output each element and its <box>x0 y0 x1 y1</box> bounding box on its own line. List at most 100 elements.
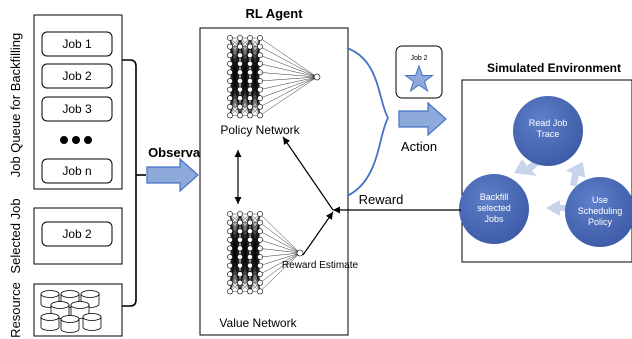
database-icon <box>40 313 60 331</box>
step-read-job-trace[interactable] <box>513 96 583 166</box>
value-node <box>247 219 253 226</box>
value-node <box>257 219 263 226</box>
value-node <box>237 288 243 295</box>
policy-node <box>237 112 243 119</box>
policy-edge <box>229 80 241 116</box>
job-1-box[interactable] <box>41 31 113 57</box>
policy-edge <box>259 46 318 78</box>
step-use-scheduling-policy[interactable] <box>565 177 632 247</box>
value-node <box>237 236 243 243</box>
value-edge <box>259 252 301 275</box>
value-edge <box>249 213 261 232</box>
job-n-label: Job n <box>62 164 91 178</box>
action-label: Action <box>401 139 437 154</box>
value-node <box>227 211 233 217</box>
value-node <box>227 228 233 235</box>
value-edge <box>259 222 301 254</box>
policy-node <box>227 69 233 76</box>
environment-title: Simulated Environment <box>487 61 621 75</box>
value-network-label: Value Network <box>219 316 297 330</box>
policy-edge <box>249 37 261 107</box>
value-node <box>257 288 263 295</box>
value-edge <box>239 274 251 292</box>
policy-edge <box>239 89 251 116</box>
value-node <box>237 262 243 269</box>
step-backfill-selected-jobs[interactable] <box>459 174 529 244</box>
policy-node <box>247 69 253 76</box>
value-node <box>247 236 253 243</box>
policy-node <box>227 112 233 119</box>
policy-edge <box>239 46 251 116</box>
value-edge <box>229 213 241 292</box>
ellipsis-dot-1 <box>60 136 68 144</box>
database-icon <box>82 313 102 331</box>
policy-node <box>237 78 243 84</box>
value-node <box>227 271 233 278</box>
action-card-label: Job 2 <box>410 55 427 62</box>
agent-box <box>199 27 349 336</box>
policy-node <box>257 60 263 67</box>
value-edge <box>229 274 241 292</box>
policy-node <box>257 35 263 41</box>
policy-edge <box>249 80 261 116</box>
policy-node <box>247 95 253 102</box>
job-queue-list: Job 1 Job 2 Job 3 Job n <box>41 31 113 184</box>
policy-node <box>257 95 263 102</box>
agent-title: RL Agent <box>245 6 303 21</box>
value-edge <box>249 213 261 240</box>
value-node <box>227 245 233 252</box>
value-node <box>257 236 263 243</box>
value-node <box>247 254 253 260</box>
policy-edge <box>229 46 241 116</box>
job-2-box[interactable] <box>41 63 113 89</box>
policy-edge <box>259 76 318 90</box>
policy-node <box>237 86 243 93</box>
value-edge <box>249 256 261 292</box>
value-edge <box>249 265 261 292</box>
policy-node <box>257 103 263 110</box>
value-node <box>247 228 253 235</box>
policy-node <box>247 86 253 93</box>
policy-node <box>257 52 263 59</box>
value-edge <box>229 256 241 292</box>
policy-node <box>237 103 243 110</box>
value-node <box>237 219 243 226</box>
policy-node <box>237 52 243 59</box>
value-edge <box>259 252 301 266</box>
policy-edge <box>229 37 241 64</box>
policy-output-bracket <box>346 47 390 197</box>
job-n-box[interactable] <box>41 158 113 184</box>
queue-side-label: Job Queue for Backfilling <box>8 33 23 178</box>
policy-node <box>257 78 263 84</box>
value-node <box>257 245 263 252</box>
policy-node <box>227 52 233 59</box>
value-network-graph <box>227 211 304 295</box>
selected-job-card[interactable] <box>41 221 113 247</box>
job-3-box[interactable] <box>41 96 113 122</box>
value-node <box>237 279 243 286</box>
selected-job-card-label: Job 2 <box>62 227 92 241</box>
value-edge <box>229 213 241 240</box>
policy-node <box>227 35 233 41</box>
reward-estimate-label: Reward Estimate <box>282 260 359 271</box>
policy-edge <box>259 76 318 99</box>
policy-edge <box>249 37 261 56</box>
value-node <box>247 211 253 217</box>
policy-node <box>237 43 243 50</box>
value-edge <box>229 213 241 232</box>
value-node <box>237 245 243 252</box>
reward-estimate-text: Reward Estimate <box>282 260 359 271</box>
policy-edge <box>259 37 318 78</box>
ellipsis-dot-2 <box>72 136 80 144</box>
value-edge <box>239 213 251 283</box>
value-node <box>247 262 253 269</box>
value-edge <box>249 213 261 283</box>
database-icon <box>60 315 80 333</box>
value-node <box>227 236 233 243</box>
policy-edge <box>249 89 261 116</box>
policy-node <box>227 60 233 67</box>
policy-node <box>237 69 243 76</box>
value-edge <box>259 252 301 292</box>
